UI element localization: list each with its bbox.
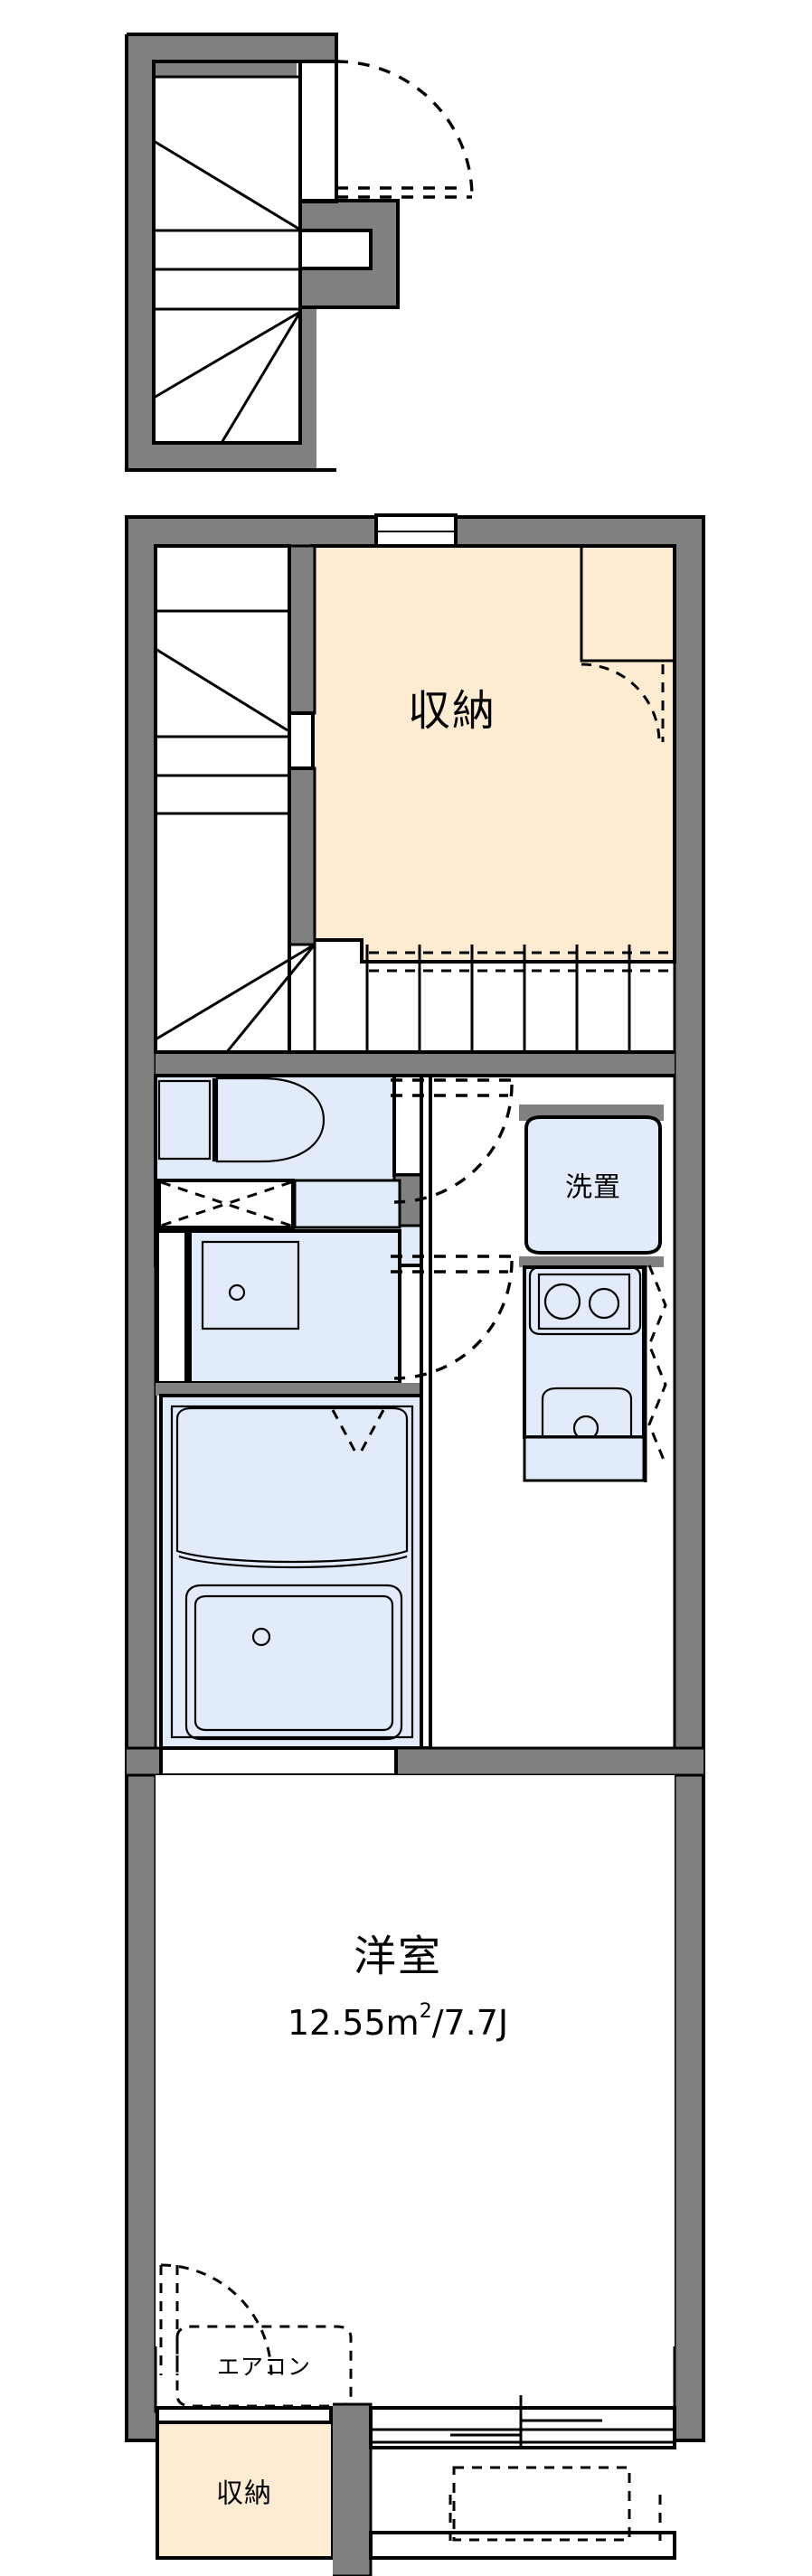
washer-space-label: 洗置 bbox=[565, 1172, 621, 1204]
area-jo: 7.7J bbox=[444, 2003, 509, 2043]
storage-upper-shelf bbox=[580, 546, 675, 663]
stove-burner-left bbox=[543, 1283, 581, 1321]
western-room: 洋室 12.55m2/7.7J bbox=[156, 1775, 675, 2346]
stair-inset-winder-a bbox=[153, 139, 301, 231]
stair-shaft bbox=[154, 544, 291, 1054]
area-separator: / bbox=[432, 2003, 444, 2043]
unit-bath bbox=[156, 1383, 425, 1750]
storage-upper-fill bbox=[310, 544, 676, 964]
washbasin-area bbox=[156, 1179, 401, 1385]
washbasin-left-reveal bbox=[156, 1229, 188, 1385]
storage-upper-label: 収納 bbox=[408, 687, 496, 737]
unit-floor-plan: 収納 bbox=[125, 513, 705, 2576]
stove-burner-right bbox=[588, 1287, 620, 1320]
toilet-tank-gap bbox=[212, 1077, 217, 1162]
aircon-label: エアコン bbox=[217, 2354, 311, 2380]
stair-winder-b bbox=[155, 943, 316, 1041]
storage-upper-room: 収納 bbox=[310, 544, 676, 973]
kitchen-base-cabinet bbox=[523, 1435, 646, 1482]
storage-lower-label: 収納 bbox=[216, 2478, 272, 2510]
aircon-marker: エアコン bbox=[159, 2263, 353, 2408]
washbasin-floor bbox=[188, 1229, 401, 1385]
washbasin-drain bbox=[228, 1283, 246, 1302]
stair-partition-opening bbox=[286, 711, 315, 770]
hall-partition-line bbox=[420, 1074, 432, 1750]
bath-top-wall bbox=[156, 1383, 425, 1396]
closet-opening bbox=[156, 2406, 333, 2424]
bathtub-drain bbox=[251, 1627, 271, 1647]
stair-inset-winder-b bbox=[153, 310, 301, 400]
bathtub-inner bbox=[194, 1594, 394, 1732]
area-number: 12.55 bbox=[288, 2003, 386, 2043]
bath-inner-frame bbox=[170, 1405, 414, 1739]
stair-inset-top-stub bbox=[156, 63, 297, 76]
balcony-dashed-box bbox=[452, 2466, 631, 2542]
stair-inset-landing-outline bbox=[298, 199, 400, 309]
toilet-bowl bbox=[215, 1076, 326, 1163]
washbasin-bowl bbox=[201, 1240, 300, 1330]
lower-closet-door-arc bbox=[160, 2263, 273, 2376]
closet-divider-outline bbox=[333, 2402, 373, 2576]
bath-door-arc bbox=[393, 1260, 514, 1380]
stair-inset-door-reveal bbox=[298, 60, 338, 203]
aircon-box bbox=[175, 2325, 353, 2408]
stair-inset-landing-opening bbox=[298, 229, 373, 270]
kitchen-folding-door bbox=[647, 1264, 667, 1465]
toilet-door-reveal bbox=[392, 1074, 423, 1177]
hall-bedroom-opening bbox=[159, 1746, 398, 1777]
kitchen-counter-top-wall bbox=[519, 1256, 664, 1267]
stair-inset-shaft bbox=[152, 60, 302, 445]
bath-shower-marker bbox=[331, 1409, 385, 1458]
washbasin-counter bbox=[293, 1179, 401, 1229]
bath-floor bbox=[159, 1394, 425, 1750]
western-room-area: 12.55m2/7.7J bbox=[288, 2000, 508, 2043]
storage-lower-room: 収納 bbox=[156, 2395, 676, 2576]
storage-upper-door-arc bbox=[581, 663, 661, 743]
closet-divider-wall bbox=[333, 2404, 371, 2576]
area-unit-sup: 2 bbox=[420, 2000, 432, 2023]
staircase-main bbox=[154, 544, 675, 1077]
stair-inset-outer-top bbox=[127, 33, 338, 61]
western-room-label: 洋室 bbox=[354, 1932, 442, 1982]
stair-base-slab bbox=[156, 1052, 675, 1076]
toilet-tank bbox=[157, 1079, 212, 1161]
stair-inset-outer-left bbox=[125, 34, 336, 472]
stair-inset-winder-c bbox=[220, 311, 302, 444]
stair-inset-door-arc bbox=[335, 60, 474, 198]
bath-apron-line bbox=[178, 1555, 408, 1569]
toilet-door-arc bbox=[393, 1084, 514, 1204]
stairwell-inset-plan bbox=[125, 33, 474, 472]
bathtub-outer bbox=[184, 1584, 403, 1741]
area-unit: m bbox=[386, 2003, 420, 2043]
kitchen-stove-frame bbox=[537, 1273, 631, 1330]
washbasin-cabinet-x bbox=[160, 1180, 292, 1227]
kitchen-area: 洗置 bbox=[519, 1105, 667, 1482]
kitchen-stove-outer bbox=[528, 1265, 642, 1336]
stair-winder-c bbox=[224, 944, 316, 1054]
western-room-floor bbox=[156, 1775, 675, 2346]
stair-winder-a bbox=[155, 647, 288, 732]
bath-shower-area bbox=[175, 1406, 409, 1564]
washer-space-box bbox=[524, 1115, 662, 1255]
